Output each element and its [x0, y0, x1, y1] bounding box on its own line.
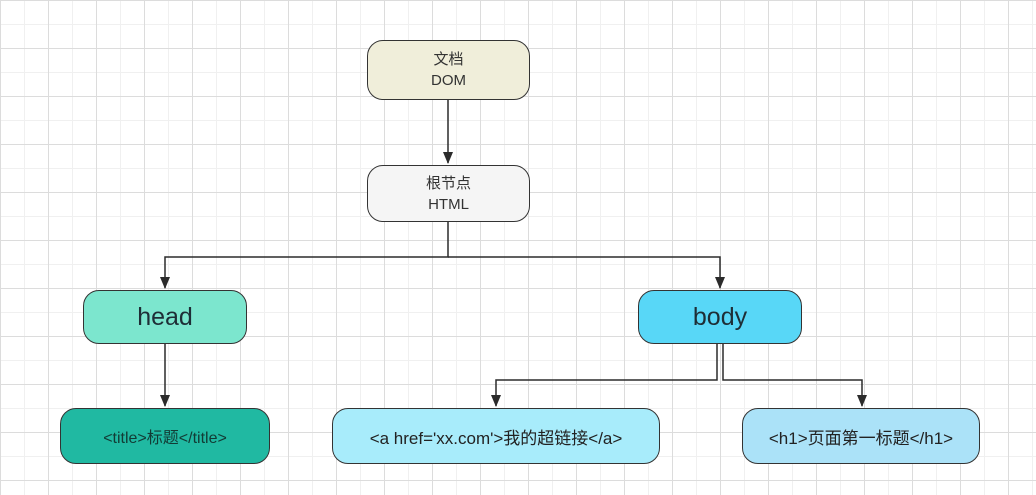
node-html-label-line1: 根节点 [425, 174, 471, 192]
node-body[interactable]: body [638, 290, 802, 344]
node-title-element[interactable]: <title>标题</title> [60, 408, 270, 464]
node-h1-element-label: <h1>页面第一标题</h1> [768, 428, 954, 448]
node-head-label: head [137, 302, 193, 331]
node-head[interactable]: head [83, 290, 247, 344]
edge-html-body [448, 256, 725, 289]
node-dom-label-line2: DOM [431, 72, 466, 89]
node-html-label-line2: HTML [428, 195, 469, 213]
node-dom[interactable]: 文档 DOM [367, 40, 530, 100]
edge-body-h1 [722, 344, 867, 407]
node-html[interactable]: 根节点 HTML [367, 165, 530, 222]
node-title-element-label: <title>标题</title> [103, 430, 227, 447]
node-h1-element[interactable]: <h1>页面第一标题</h1> [742, 408, 980, 464]
node-anchor-element-label: <a href='xx.com'>我的超链接</a> [369, 428, 623, 448]
node-dom-label-line1: 文档 [433, 51, 464, 68]
edge-html-head [160, 222, 449, 289]
edge-body-anchor [491, 344, 718, 407]
node-anchor-element[interactable]: <a href='xx.com'>我的超链接</a> [332, 408, 660, 464]
node-body-label: body [692, 302, 748, 331]
